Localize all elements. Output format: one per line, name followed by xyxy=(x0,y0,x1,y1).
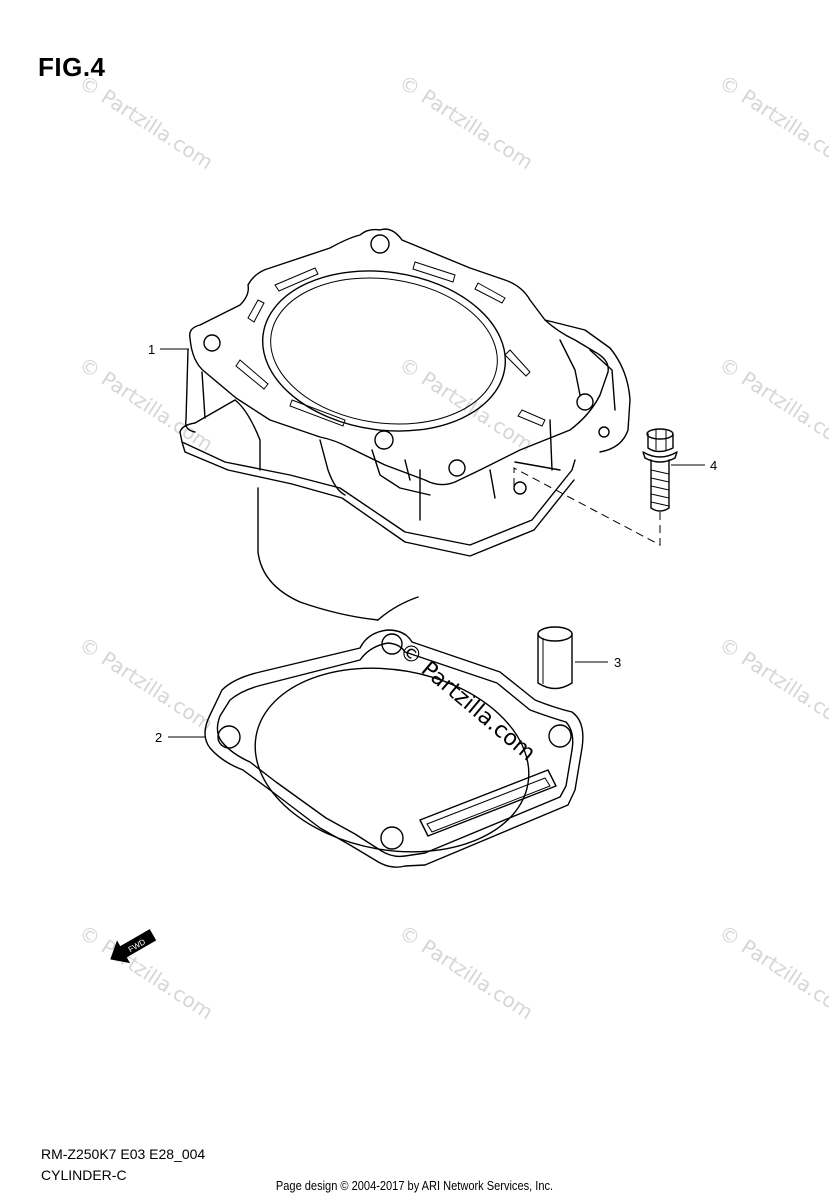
callout-number-1[interactable]: 1 xyxy=(148,342,156,357)
bolt xyxy=(642,428,678,512)
page-footer: Page design © 2004-2017 by ARI Network S… xyxy=(275,1178,554,1193)
callout-number-2[interactable]: 2 xyxy=(155,730,163,745)
callout-number-4[interactable]: 4 xyxy=(710,458,718,473)
fwd-arrow-icon: FWD xyxy=(110,929,157,964)
cylinder-gasket xyxy=(204,629,584,868)
bolt-insertion-line xyxy=(513,467,661,546)
callout-number-3[interactable]: 3 xyxy=(614,655,622,670)
cylinder xyxy=(179,228,631,621)
figure-title: FIG.4 xyxy=(38,52,106,82)
dowel-pin xyxy=(537,626,573,690)
diagram-name: CYLINDER-C xyxy=(41,1167,127,1183)
model-code: RM-Z250K7 E03 E28_004 xyxy=(41,1146,206,1162)
